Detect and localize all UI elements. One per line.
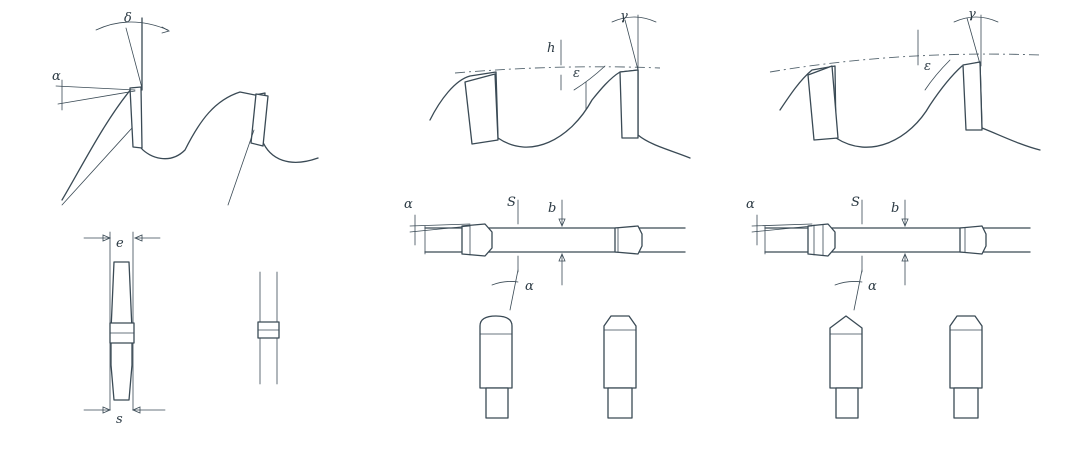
label-kerf-bottom: s <box>116 412 123 427</box>
side-view: α S b α <box>746 195 1031 311</box>
tip-circle <box>454 66 661 74</box>
leader-right <box>227 129 255 206</box>
leader-left <box>61 127 133 206</box>
tip-circle <box>769 53 1041 73</box>
hook-arc <box>611 16 657 23</box>
side-view: α S b α <box>404 195 686 311</box>
panel-trapezoid-tooth: h ε γ α S b α <box>404 9 691 419</box>
clearance-arc <box>95 21 169 31</box>
label-angle-a: ε <box>924 59 931 74</box>
angle-arc <box>573 65 606 91</box>
label-rake: α <box>52 69 61 84</box>
label-hook-depth: h <box>547 41 555 56</box>
label-angle-top: γ <box>620 9 628 24</box>
blade-profile <box>779 61 1041 151</box>
end-view-right <box>949 315 983 419</box>
blade-profile <box>61 87 319 201</box>
label-angle-top: γ <box>968 7 976 22</box>
tooth-rear <box>250 93 269 147</box>
tooth-right <box>962 61 983 131</box>
label-side-angle-lower: α <box>525 279 534 294</box>
tooth-front <box>129 86 143 149</box>
arc-arrow <box>161 26 171 34</box>
label-side-clear: S <box>507 195 516 210</box>
label-clearance: δ <box>124 11 132 26</box>
rake-line-a <box>55 85 136 91</box>
hook-arc <box>953 16 999 23</box>
end-view-right <box>603 315 637 419</box>
tooth-right <box>619 69 639 139</box>
label-side-clear: S <box>851 195 860 210</box>
panel-straight-tooth: α δ e s <box>52 11 319 427</box>
label-angle-a: ε <box>573 66 580 81</box>
front-view-left: e s <box>83 231 166 427</box>
label-kerf-top: e <box>116 236 124 251</box>
end-view-left <box>479 315 513 419</box>
clearance-line <box>125 27 143 89</box>
tooth-left <box>807 65 839 141</box>
label-body-width: b <box>548 201 556 216</box>
label-body-width: b <box>891 201 899 216</box>
end-view-left <box>829 315 863 419</box>
angle-arc <box>924 59 951 91</box>
tooth-left <box>464 73 499 145</box>
rake-line-b <box>57 90 136 105</box>
front-view-right <box>257 271 280 385</box>
lower-arc <box>491 281 519 286</box>
panel-alternate-tooth: ε γ α S b α <box>746 7 1041 419</box>
label-side-angle: α <box>404 197 413 212</box>
label-side-angle-lower: α <box>868 279 877 294</box>
hook-line <box>966 17 981 65</box>
hook-line <box>624 19 639 71</box>
label-side-angle: α <box>746 197 755 212</box>
